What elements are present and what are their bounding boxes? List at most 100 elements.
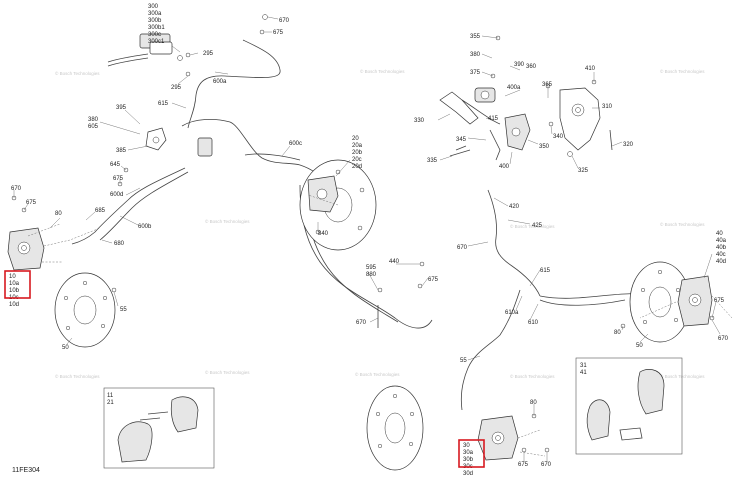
callout-680: 680 (114, 241, 125, 247)
callout-55a: 55 (120, 307, 127, 313)
callout-415: 415 (488, 116, 499, 122)
bolt-440 (419, 261, 425, 267)
callout-375: 375 (470, 70, 481, 76)
watermark: © Bosch Technologies (55, 70, 100, 76)
callout-295: 295 (203, 51, 214, 57)
watermark: © Bosch Technologies (205, 369, 250, 375)
callout-360: 360 (526, 64, 537, 70)
callout-400: 400 (499, 164, 510, 170)
callout-20a: 20a (352, 143, 363, 149)
watermark: © Bosch Technologies (660, 373, 705, 379)
callout-50b: 50 (636, 343, 643, 349)
highlight-box-30 (458, 439, 485, 468)
callout-685: 685 (95, 208, 106, 214)
callout-330: 330 (414, 118, 425, 124)
callout-55b: 55 (460, 358, 467, 364)
callout-41: 41 (580, 370, 587, 376)
brake-line-600b (99, 171, 189, 241)
callout-440: 440 (389, 259, 400, 265)
bolt-340 (548, 121, 554, 127)
callout-11: 11 (107, 393, 114, 399)
callout-31: 31 (580, 363, 587, 369)
brake-pad-outer (117, 421, 153, 463)
callout-10b: 10b (9, 288, 20, 294)
leader-lines (13, 16, 721, 462)
callout-675c: 675 (26, 200, 37, 206)
inset-box-pads-front (103, 387, 215, 469)
callout-600a: 600a (213, 79, 227, 85)
callout-610a: 610a (505, 310, 519, 316)
callout-670b: 670 (11, 186, 22, 192)
callout-670e: 670 (541, 462, 552, 468)
callout-670: 670 (279, 18, 290, 24)
callout-21: 21 (107, 400, 114, 406)
callout-325: 325 (578, 168, 589, 174)
callout-300b: 300b (148, 18, 162, 24)
callout-670c: 670 (356, 320, 367, 326)
bolt-320 (609, 129, 613, 151)
callout-80c: 80 (530, 400, 537, 406)
watermark: © Bosch Technologies (205, 218, 250, 224)
bolt-675f (521, 447, 527, 453)
callout-20: 20 (352, 136, 359, 142)
callout-310: 310 (602, 104, 613, 110)
assembly-dashed-lines (27, 194, 733, 457)
callout-615b: 615 (540, 268, 551, 274)
callout-670d: 670 (718, 336, 729, 342)
callout-385: 385 (116, 148, 127, 154)
master-cylinder-300 (107, 33, 183, 67)
brake-line-upper (181, 118, 326, 183)
reservoir-bracket-380 (145, 127, 167, 151)
callout-50a: 50 (62, 345, 69, 351)
brake-rotor-rear-right (629, 261, 691, 343)
callout-675: 675 (273, 30, 284, 36)
watermark: © Bosch Technologies (355, 371, 400, 377)
callout-880: 880 (366, 272, 377, 278)
callout-840: 840 (318, 231, 329, 237)
document-code: 11FE304 (12, 467, 40, 474)
callout-600c: 600c (289, 141, 302, 147)
junction-block (197, 137, 213, 157)
watermark: © Bosch Technologies (660, 221, 705, 227)
callout-605: 605 (88, 124, 99, 130)
callout-10a: 10a (9, 281, 20, 287)
brake-line-420 (487, 189, 541, 297)
callout-300c: 300c (148, 32, 161, 38)
caliper-front-right (307, 175, 339, 213)
callout-610: 610 (528, 320, 539, 326)
callout-20b: 20b (352, 150, 363, 156)
callout-40a: 40a (716, 238, 727, 244)
callout-600b: 600b (138, 224, 152, 230)
callout-645: 645 (110, 162, 121, 168)
watermark: © Bosch Technologies (510, 223, 555, 229)
inset-box-pads-rear (575, 357, 683, 455)
bolt-670e (544, 447, 550, 453)
components (7, 14, 715, 461)
callout-365: 365 (542, 82, 553, 88)
brake-pad-rear-inner (637, 369, 665, 415)
callout-400a: 400a (507, 85, 521, 91)
brake-line-600d (71, 167, 186, 245)
watermark: © Bosch Technologies (360, 68, 405, 74)
brake-pedal-assembly (439, 87, 531, 161)
callout-295b: 295 (171, 85, 182, 91)
callout-10: 10 (9, 274, 16, 280)
callout-355: 355 (470, 34, 481, 40)
callout-30: 30 (463, 443, 470, 449)
callout-20d: 20d (352, 164, 362, 170)
callout-675b: 675 (113, 176, 124, 182)
callout-675e: 675 (714, 298, 725, 304)
callout-380b: 380 (470, 52, 481, 58)
callout-20c: 20c (352, 157, 362, 163)
bolt-595 (377, 287, 383, 293)
caliper-front-left (7, 227, 45, 271)
caliper-rear-right (677, 275, 713, 327)
brake-line-600c (244, 153, 301, 161)
callout-80a: 80 (55, 211, 62, 217)
callout-410: 410 (585, 66, 596, 72)
callout-425: 425 (532, 223, 543, 229)
bolt-325 (567, 151, 573, 157)
callout-30a: 30a (463, 450, 474, 456)
watermark: © Bosch Technologies (660, 68, 705, 74)
